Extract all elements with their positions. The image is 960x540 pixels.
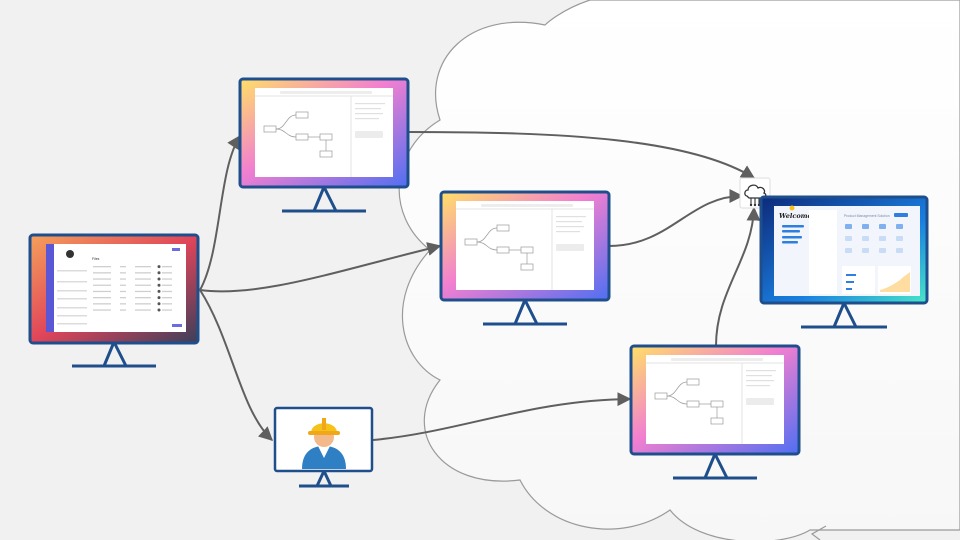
flow-node [319,150,333,158]
dashboard-monitor: Welcome ! Product Management Solution [759,195,929,329]
arrow-bottom-to-cloud [715,206,761,347]
flow-node [464,238,478,246]
flow-node [686,400,700,408]
source-monitor: Files [28,233,200,368]
flow-node [263,125,277,133]
workflow-monitor-top [238,77,410,213]
flow-node [710,400,724,408]
source-screen-title: Files [92,257,100,261]
engineer-icon [302,418,346,469]
dashboard-heading: Product Management Solution [844,214,890,218]
arrow-source-to-middle [199,242,442,293]
flow-node [520,246,534,254]
flow-node [710,417,724,425]
arrow-middle-to-cloud [608,189,744,247]
engineer-monitor [273,406,374,488]
flow-node [295,133,309,141]
workflow-monitor-bottom [629,344,801,480]
flow-node [520,263,534,271]
flow-node [496,224,510,232]
flow-node [654,392,668,400]
arrow-top-to-cloud [408,131,756,179]
flow-node [319,133,333,141]
arrow-source-to-top [199,134,241,291]
flow-node [686,378,700,386]
dashboard-welcome: Welcome ! [779,212,817,220]
flow-node [496,246,510,254]
connector-arrows [199,131,761,441]
workflow-monitor-middle [439,190,611,326]
arrow-source-to-engineer [199,289,274,441]
arrow-engineer-to-bottom [372,392,632,441]
flow-node [295,111,309,119]
